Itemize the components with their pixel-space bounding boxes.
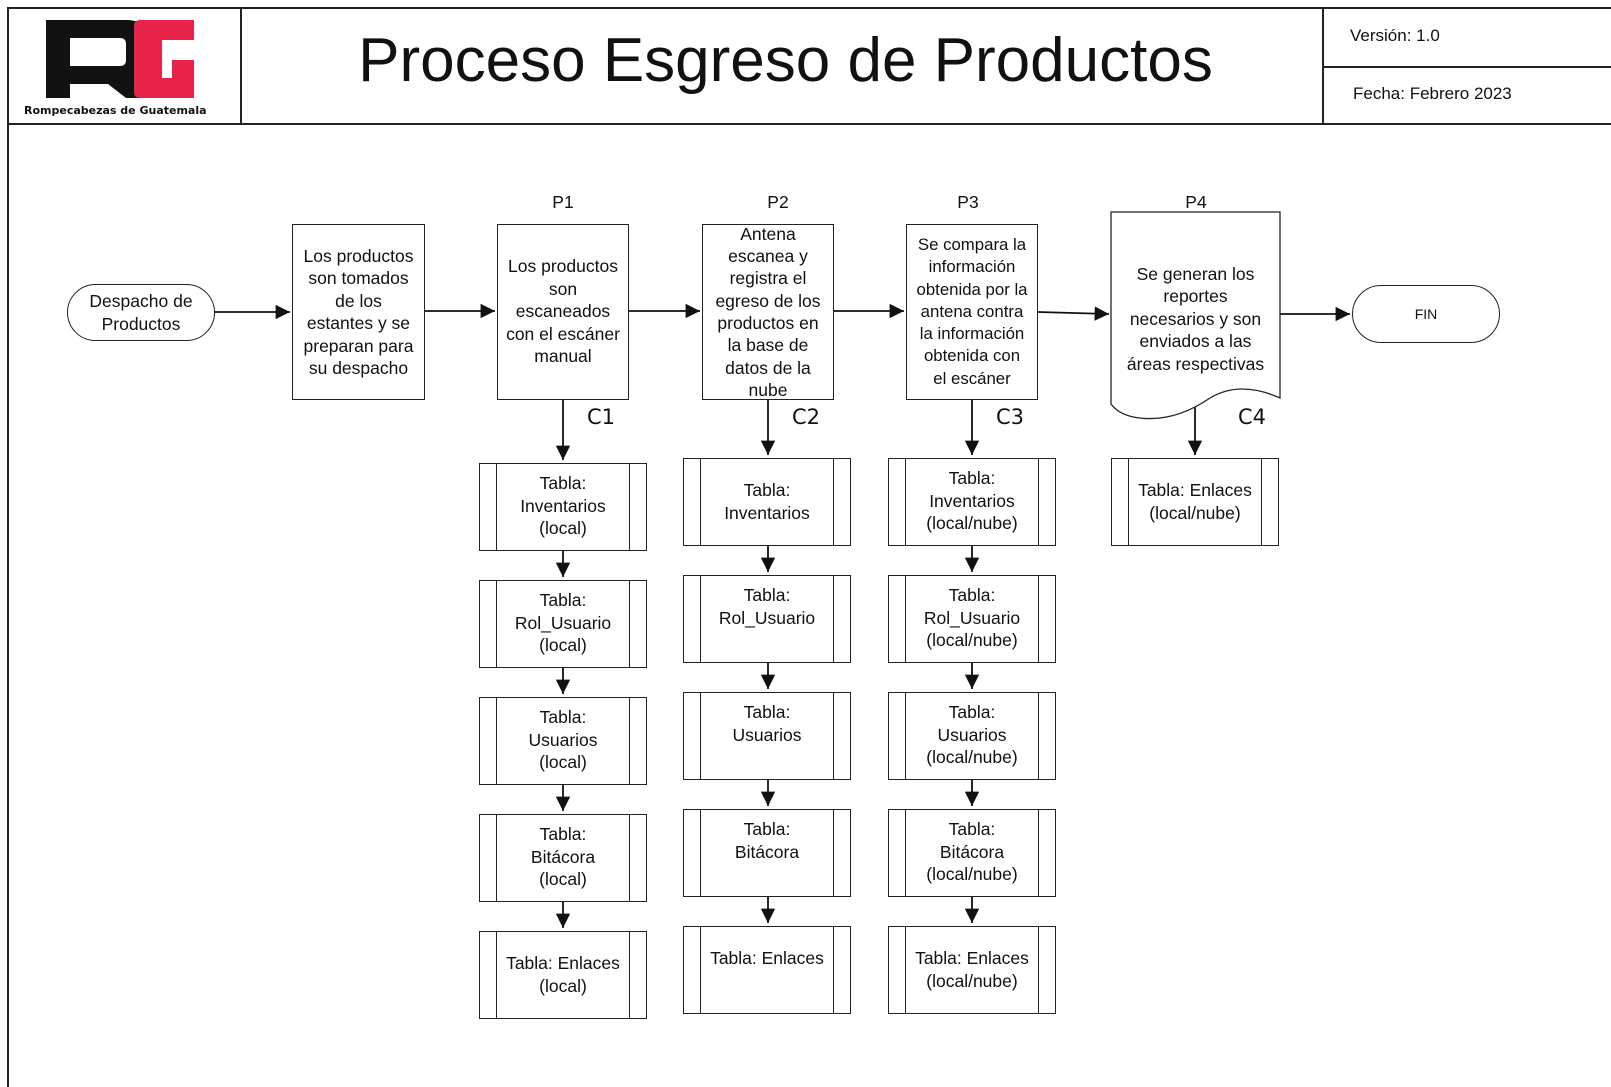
logo-r-glyph	[46, 20, 154, 98]
c3-table-usuarios: Tabla: Usuarios (local/nube)	[888, 692, 1056, 780]
process-p2-text: Antena escanea y registra el egreso de l…	[715, 223, 821, 400]
process-step0-text: Los productos son tomados de los estante…	[303, 245, 414, 379]
process-p4-text: Se generan los reportes necesarios y son…	[1126, 263, 1265, 374]
c2-table-3-text: Tabla: Usuarios	[732, 702, 802, 745]
c2-table-5-text: Tabla: Enlaces	[710, 948, 824, 968]
c1-table-bitacora: Tabla: Bitácora (local)	[479, 814, 647, 902]
logo-g-glyph	[134, 20, 194, 98]
c3-table-1-text: Tabla: Inventarios (local/nube)	[926, 468, 1018, 533]
company-logo	[46, 20, 194, 98]
c1-label: C1	[587, 405, 616, 429]
process-p3-text: Se compara la información obtenida por l…	[916, 234, 1028, 388]
date-label: Fecha: Febrero 2023	[1353, 84, 1512, 103]
c2-table-2-text: Tabla: Rol_Usuario	[718, 585, 816, 628]
c2-table-enlaces: Tabla: Enlaces	[683, 926, 851, 1014]
p3-label: P3	[957, 192, 979, 212]
c3-table-4-text: Tabla: Bitácora (local/nube)	[926, 819, 1018, 884]
c1-table-usuarios: Tabla: Usuarios (local)	[479, 697, 647, 785]
page-frame	[7, 7, 1611, 1087]
c3-table-2-text: Tabla: Rol_Usuario (local/nube)	[923, 585, 1021, 650]
process-step0: Los productos son tomados de los estante…	[292, 224, 425, 400]
process-p3: Se compara la información obtenida por l…	[906, 224, 1038, 400]
process-p1-text: Los productos son escaneados con el escá…	[506, 256, 620, 366]
process-p2: Antena escanea y registra el egreso de l…	[702, 224, 834, 400]
header-divider-left	[240, 7, 242, 124]
c3-table-rol-usuario: Tabla: Rol_Usuario (local/nube)	[888, 575, 1056, 663]
c4-table-1-text: Tabla: Enlaces (local/nube)	[1138, 480, 1252, 523]
c2-table-bitacora: Tabla: Bitácora	[683, 809, 851, 897]
process-p4: Se generan los reportes necesarios y son…	[1111, 240, 1280, 375]
header-divider-right	[1322, 7, 1324, 124]
c4-table-enlaces: Tabla: Enlaces (local/nube)	[1111, 458, 1279, 546]
c2-table-rol-usuario: Tabla: Rol_Usuario	[683, 575, 851, 663]
c1-table-enlaces: Tabla: Enlaces (local)	[479, 931, 647, 1019]
arrow-p3-to-p4	[1037, 306, 1110, 321]
c1-table-3-text: Tabla: Usuarios (local)	[528, 707, 598, 772]
p4-document-shape	[1110, 211, 1281, 420]
c1-table-5-text: Tabla: Enlaces (local)	[506, 953, 620, 996]
end-terminator: FIN	[1352, 285, 1500, 343]
c2-table-inventarios: Tabla: Inventarios	[683, 458, 851, 546]
start-label: Despacho de Productos	[89, 291, 193, 334]
c4-label: C4	[1238, 405, 1267, 429]
start-terminator: Despacho de Productos	[67, 284, 215, 341]
c2-table-1-text: Tabla: Inventarios	[724, 480, 810, 523]
p2-label: P2	[767, 192, 789, 212]
version-label: Versión: 1.0	[1350, 26, 1440, 45]
c1-table-inventarios: Tabla: Inventarios (local)	[479, 463, 647, 551]
p1-label: P1	[552, 192, 574, 212]
c1-table-1-text: Tabla: Inventarios (local)	[520, 473, 606, 538]
c2-table-usuarios: Tabla: Usuarios	[683, 692, 851, 780]
process-p1: Los productos son escaneados con el escá…	[497, 224, 629, 400]
c3-table-inventarios: Tabla: Inventarios (local/nube)	[888, 458, 1056, 546]
c1-table-rol-usuario: Tabla: Rol_Usuario (local)	[479, 580, 647, 668]
c2-table-4-text: Tabla: Bitácora	[734, 819, 800, 862]
c1-table-2-text: Tabla: Rol_Usuario (local)	[514, 590, 612, 655]
p4-label: P4	[1185, 192, 1207, 212]
c2-label: C2	[792, 405, 821, 429]
meta-divider	[1323, 66, 1611, 68]
page-title: Proceso Esgreso de Productos	[358, 26, 1213, 95]
end-label: FIN	[1414, 305, 1438, 322]
c1-table-4-text: Tabla: Bitácora (local)	[530, 824, 596, 889]
logo-caption: Rompecabezas de Guatemala	[24, 104, 207, 117]
c3-table-5-text: Tabla: Enlaces (local/nube)	[915, 948, 1029, 991]
c3-table-enlaces: Tabla: Enlaces (local/nube)	[888, 926, 1056, 1014]
header-bottom-rule	[7, 123, 1611, 125]
c3-label: C3	[996, 405, 1025, 429]
c3-table-3-text: Tabla: Usuarios (local/nube)	[926, 702, 1018, 767]
c3-table-bitacora: Tabla: Bitácora (local/nube)	[888, 809, 1056, 897]
